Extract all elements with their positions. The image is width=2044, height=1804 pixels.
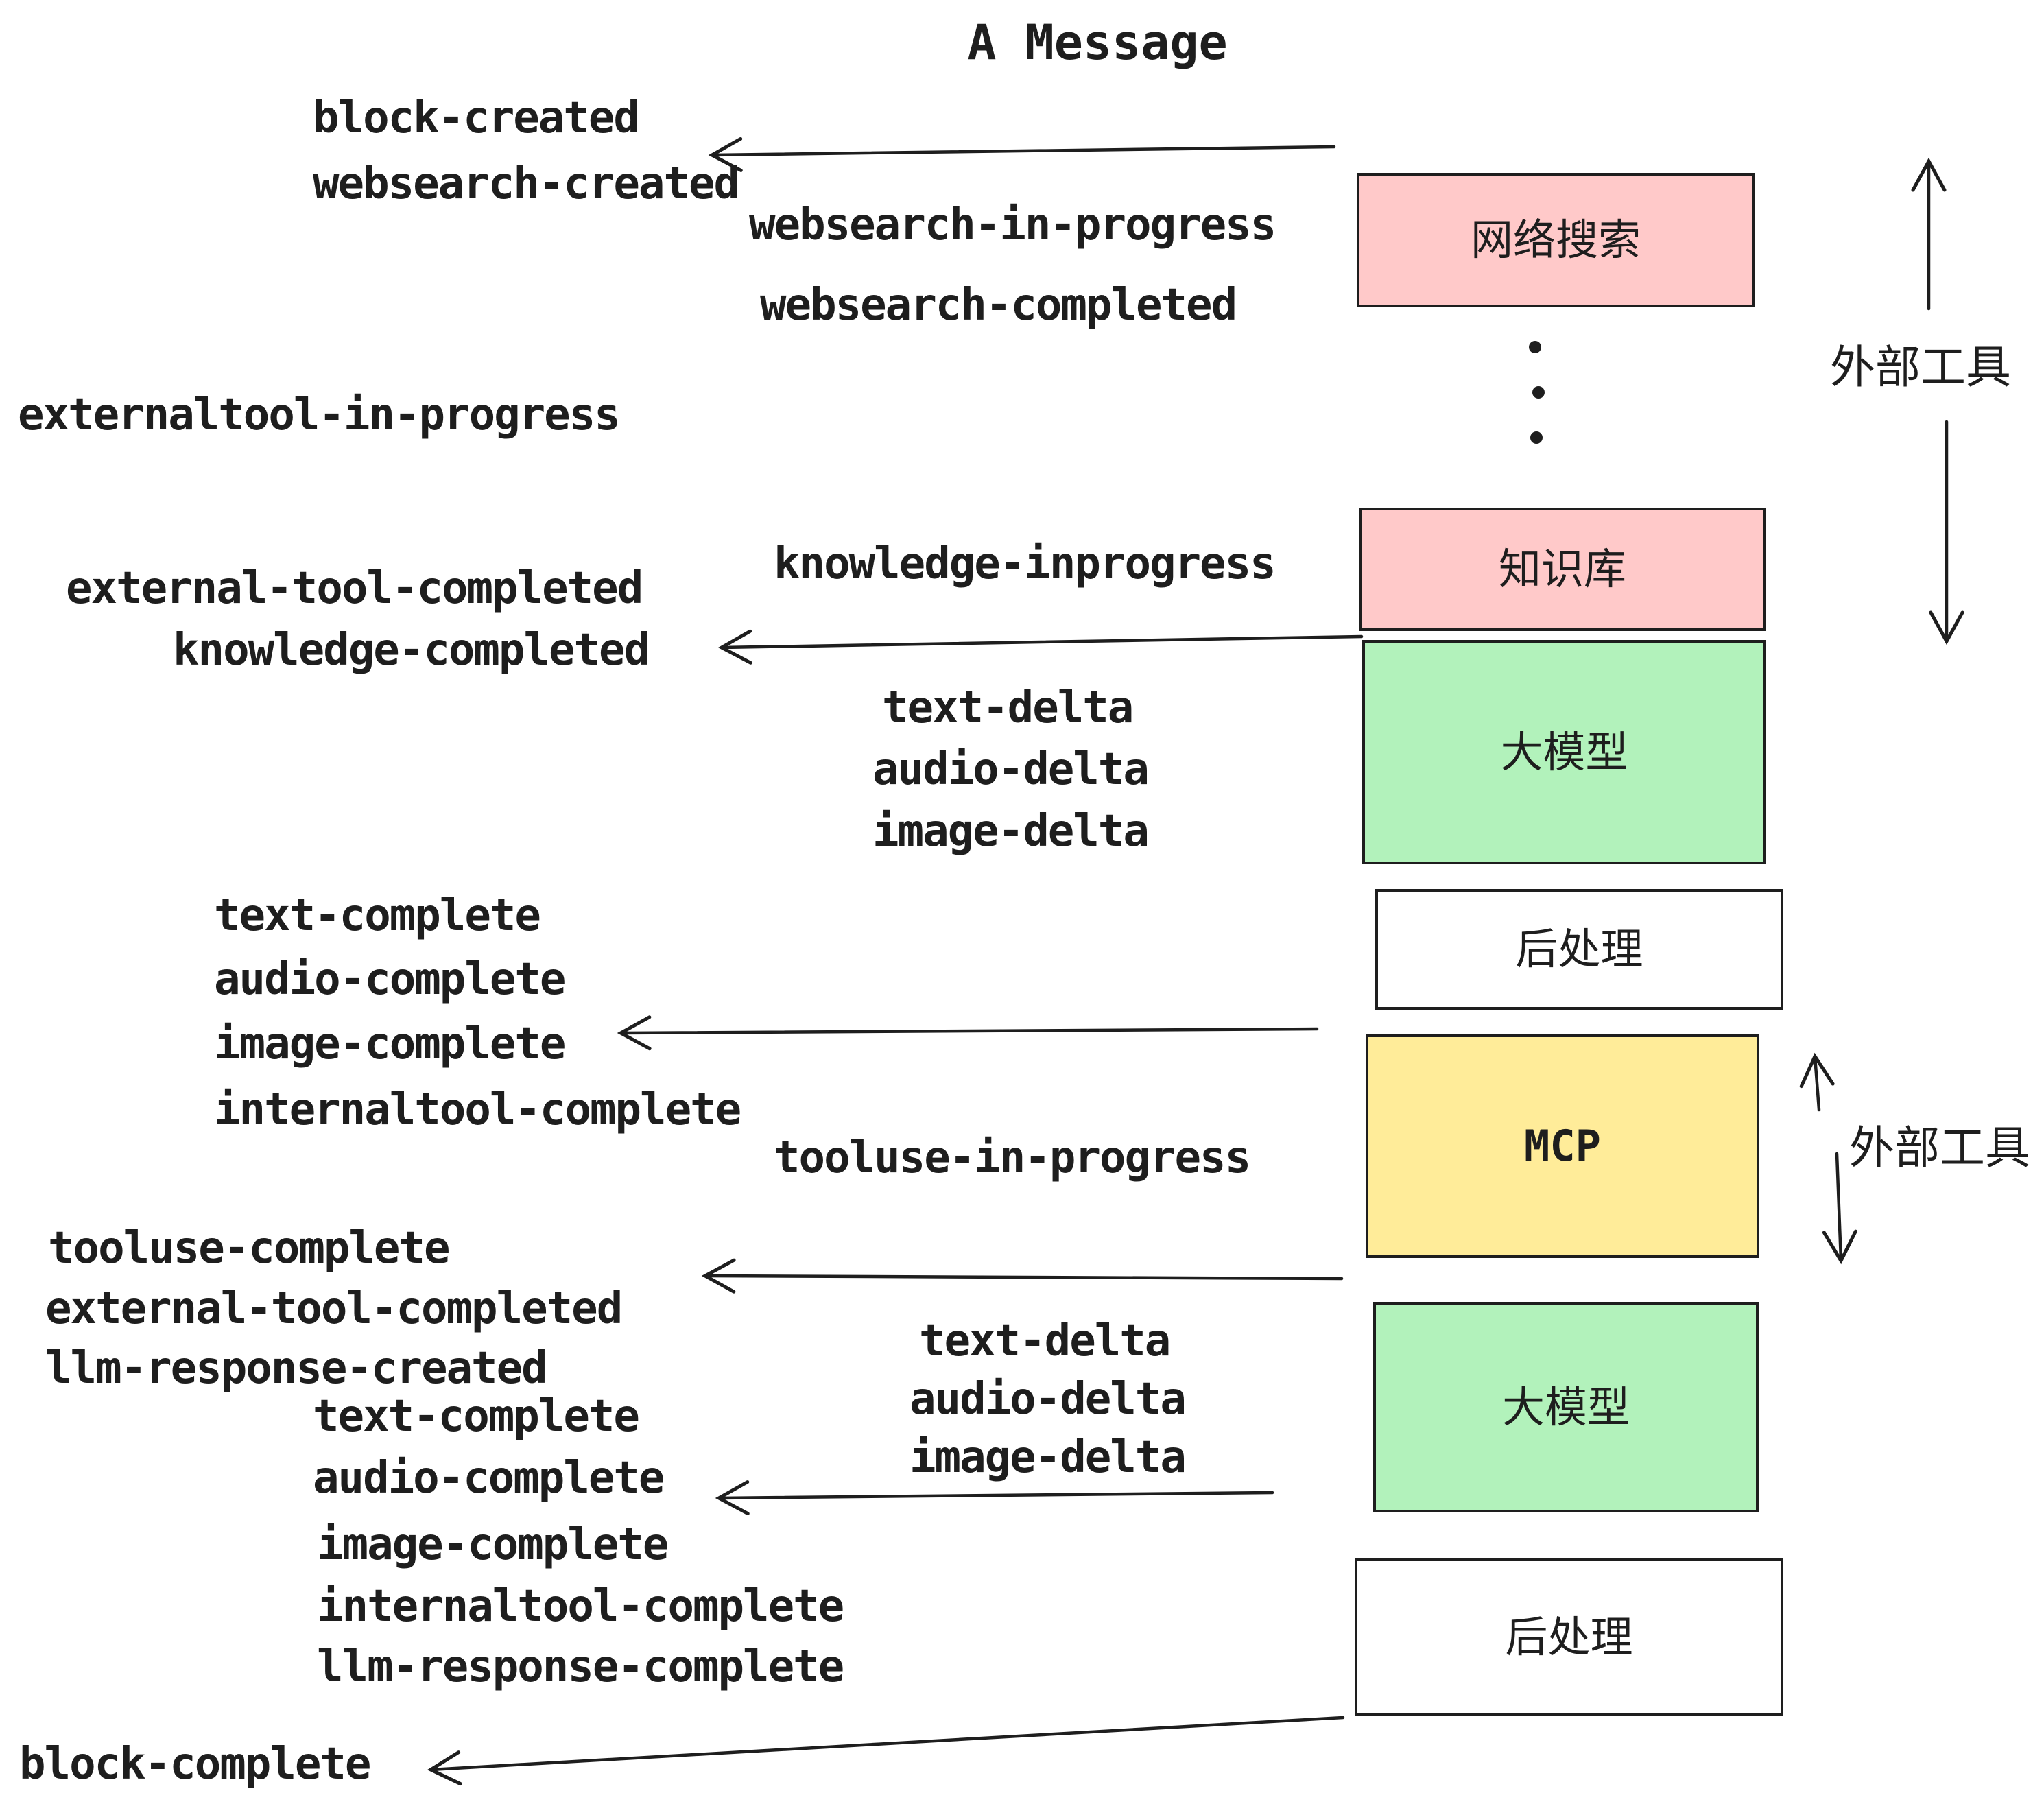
event-audio-complete-1: audio-complete: [214, 954, 566, 1005]
box-knowledge-base: 知识库: [1359, 508, 1766, 631]
box-llm-1-label: 大模型: [1500, 726, 1628, 777]
event-knowledge-completed: knowledge-completed: [173, 625, 650, 676]
event-text-delta-2: text-delta: [919, 1316, 1171, 1366]
side-label-external-tools-top: 外部工具: [1830, 341, 2011, 394]
event-external-tool-completed-1: external-tool-completed: [66, 563, 643, 614]
event-audio-delta-2: audio-delta: [910, 1374, 1187, 1425]
diagram-title: A Message: [967, 14, 1228, 71]
box-websearch: 网络搜索: [1357, 173, 1755, 307]
box-mcp: MCP: [1366, 1034, 1759, 1258]
event-image-delta-2: image-delta: [910, 1432, 1187, 1483]
external-tools-bottom-up-arrow: [1799, 1052, 1835, 1112]
box-mcp-label: MCP: [1524, 1121, 1601, 1171]
box-llm-2-label: 大模型: [1501, 1381, 1630, 1432]
arrow-to-block-created: [708, 137, 1336, 172]
arrow-to-knowledge-completed: [717, 629, 1364, 665]
event-llm-response-complete: llm-response-complete: [317, 1641, 844, 1692]
event-websearch-completed: websearch-completed: [760, 280, 1237, 331]
arrow-to-tooluse-complete: [701, 1258, 1344, 1294]
box-postprocess-1-label: 后处理: [1515, 924, 1643, 974]
event-tooluse-complete: tooluse-complete: [48, 1223, 450, 1274]
event-block-created: block-created: [313, 93, 640, 143]
event-block-complete: block-complete: [19, 1739, 371, 1790]
box-postprocess-1: 后处理: [1375, 889, 1783, 1010]
box-llm-2: 大模型: [1373, 1302, 1759, 1512]
event-websearch-in-progress: websearch-in-progress: [749, 200, 1276, 250]
event-text-complete-2: text-complete: [313, 1391, 640, 1442]
event-image-complete-1: image-complete: [214, 1019, 566, 1069]
event-internaltool-complete-2: internaltool-complete: [317, 1581, 844, 1632]
box-postprocess-2: 后处理: [1355, 1558, 1783, 1716]
event-tooluse-in-progress: tooluse-in-progress: [774, 1132, 1251, 1183]
event-text-delta-1: text-delta: [882, 683, 1134, 733]
box-websearch-label: 网络搜索: [1470, 215, 1641, 265]
event-image-complete-2: image-complete: [317, 1519, 669, 1570]
event-image-delta-1: image-delta: [872, 806, 1150, 857]
event-internaltool-complete-1: internaltool-complete: [214, 1084, 741, 1135]
event-knowledge-inprogress: knowledge-inprogress: [774, 538, 1276, 589]
side-label-external-tools-bottom: 外部工具: [1849, 1121, 2030, 1174]
arrow-to-image-complete: [617, 1015, 1319, 1051]
external-tools-bottom-down-arrow: [1822, 1152, 1857, 1265]
box-llm-1: 大模型: [1362, 640, 1766, 864]
ellipsis-dots: [1529, 341, 1545, 444]
event-externaltool-in-progress: externaltool-in-progress: [18, 390, 621, 440]
arrow-to-block-complete: [427, 1716, 1345, 1786]
event-audio-delta-1: audio-delta: [872, 744, 1150, 795]
event-audio-complete-2: audio-complete: [313, 1453, 665, 1504]
box-knowledge-base-label: 知识库: [1498, 544, 1626, 594]
event-llm-response-created: llm-response-created: [45, 1343, 548, 1394]
event-websearch-created: websearch-created: [313, 158, 740, 209]
event-text-complete-1: text-complete: [214, 890, 541, 941]
box-postprocess-2-label: 后处理: [1505, 1612, 1633, 1662]
event-external-tool-completed-2: external-tool-completed: [45, 1283, 623, 1334]
arrow-to-audio-complete: [715, 1480, 1274, 1516]
